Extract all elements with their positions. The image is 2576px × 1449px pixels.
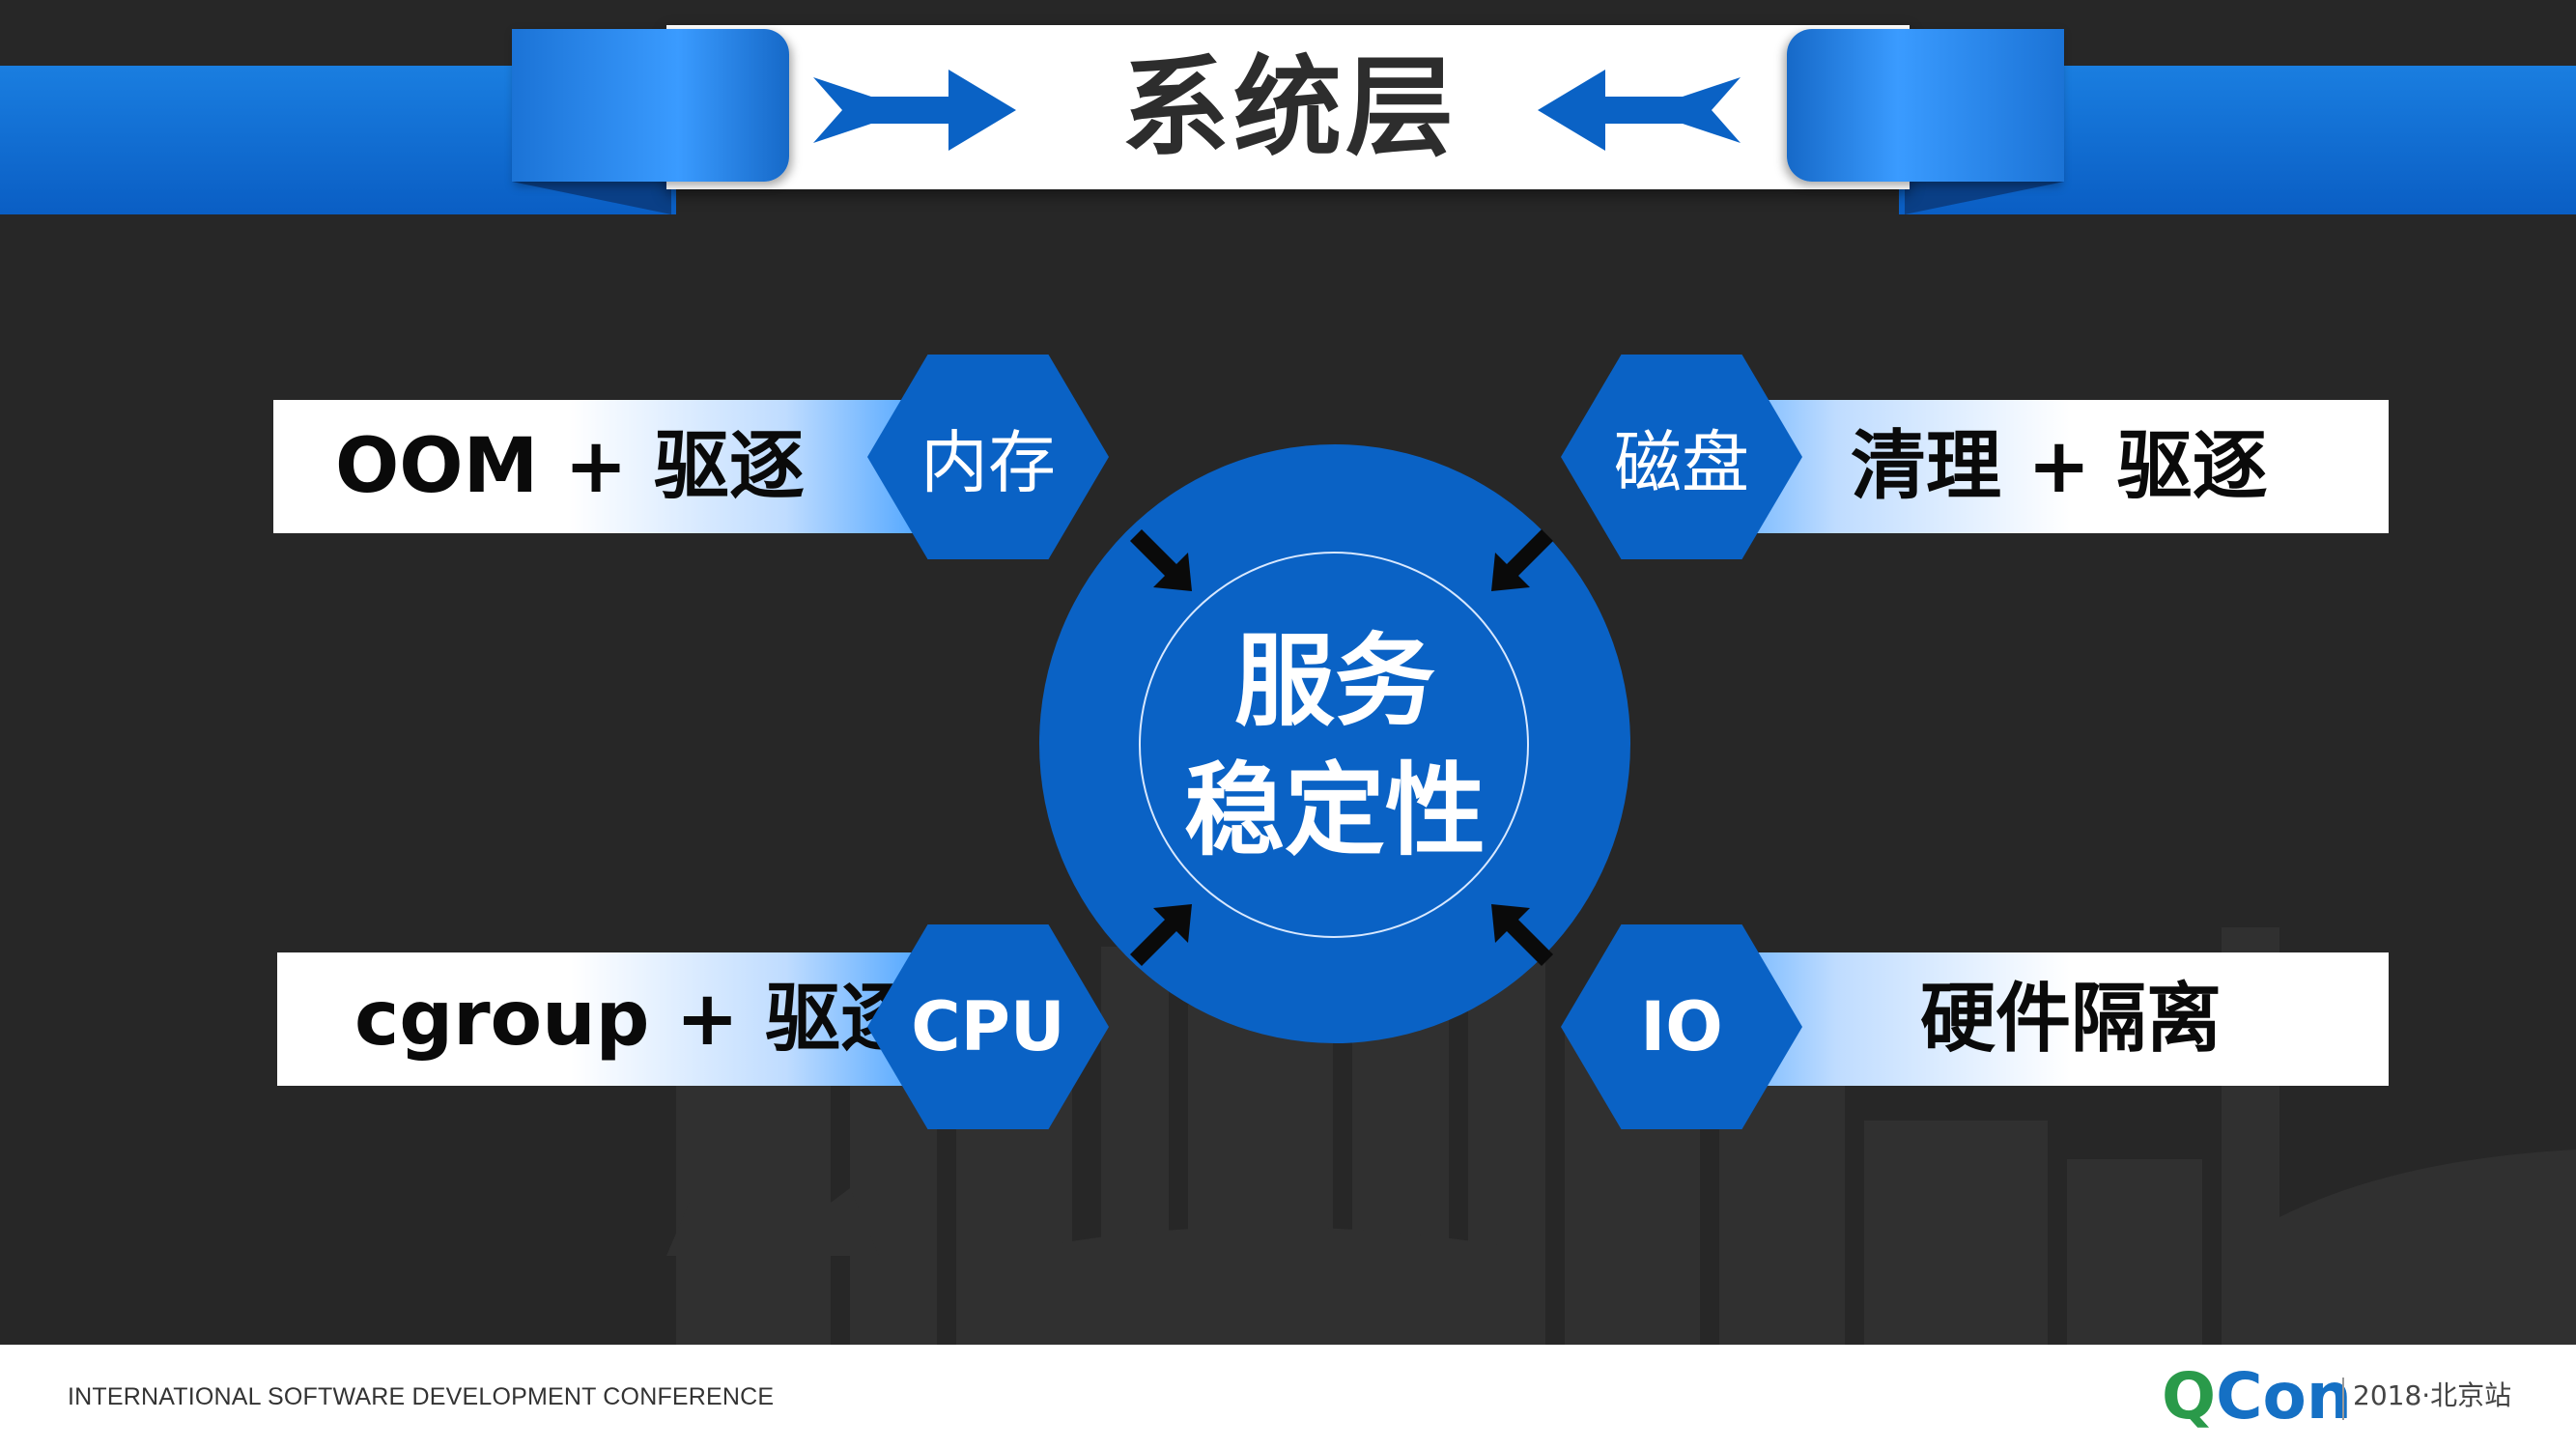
cpu-bar: cgroup + 驱逐 — [277, 952, 930, 1086]
center-title-line2: 稳定性 — [1183, 752, 1486, 869]
qcon-logo-q: Q — [2162, 1359, 2217, 1434]
page-title: 系统层 — [1121, 45, 1458, 171]
memory-bar-text: OOM + 驱逐 — [335, 423, 805, 510]
footer: INTERNATIONAL SOFTWARE DEVELOPMENT CONFE… — [0, 1345, 2576, 1449]
arrow-left-icon — [1538, 70, 1741, 151]
ribbon-fold-right — [1905, 182, 2064, 214]
arrow-down-right-icon — [1130, 529, 1192, 591]
center-title-line1: 服务 — [1233, 622, 1435, 740]
ribbon-fold-left — [512, 182, 671, 214]
center-circle-ring — [1139, 552, 1529, 938]
io-bar-text: 硬件隔离 — [1920, 976, 2222, 1063]
logo-divider — [2342, 1378, 2344, 1420]
cpu-bar-text: cgroup + 驱逐 — [354, 976, 917, 1063]
cpu-hexagon-label: CPU — [911, 987, 1065, 1066]
arrow-up-right-icon — [1130, 904, 1192, 966]
conference-name: INTERNATIONAL SOFTWARE DEVELOPMENT CONFE… — [68, 1383, 775, 1410]
qcon-logo-rest: Con — [2216, 1359, 2352, 1434]
arrow-up-left-icon — [1491, 904, 1553, 966]
event-label: 2018·北京站 — [2353, 1379, 2512, 1411]
disk-bar-text: 清理 + 驱逐 — [1851, 423, 2268, 510]
arrow-right-icon — [813, 70, 1016, 151]
arrow-down-left-icon — [1491, 529, 1553, 591]
memory-bar: OOM + 驱逐 — [273, 400, 930, 533]
qcon-logo: QCon — [2162, 1358, 2352, 1435]
title-cap-left — [512, 29, 789, 182]
memory-hexagon-label: 内存 — [920, 422, 1056, 502]
io-bar: 硬件隔离 — [1681, 952, 2389, 1086]
slide: 系统层 OOM + 驱逐 cgroup + 驱逐 清理 + 驱逐 硬件隔离 服务… — [0, 25, 2576, 1129]
title-cap-right — [1787, 29, 2064, 182]
disk-bar: 清理 + 驱逐 — [1681, 400, 2389, 533]
io-hexagon-label: IO — [1640, 987, 1723, 1066]
disk-hexagon-label: 磁盘 — [1614, 422, 1749, 502]
